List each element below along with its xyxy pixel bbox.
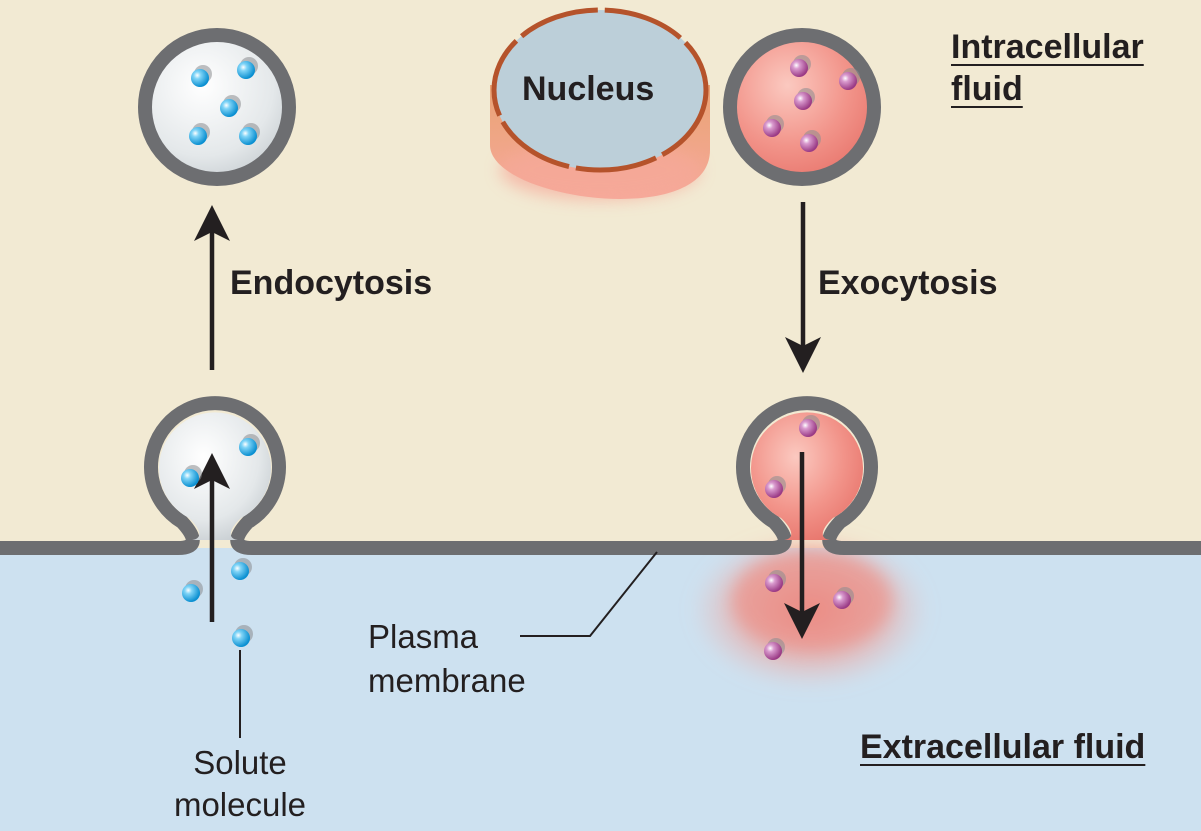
endocytic-vesicle [138, 28, 296, 186]
secreted-molecule-body [839, 72, 857, 90]
solute-molecule-body [232, 629, 250, 647]
secreted-molecule-body [790, 59, 808, 77]
solute-molecule-body [220, 99, 238, 117]
molecules-layer [181, 55, 860, 660]
secreted-molecule [765, 476, 786, 498]
solute-molecule [237, 57, 258, 79]
secreted-molecule-body [765, 574, 783, 592]
solute-molecule-body [231, 562, 249, 580]
plasma-membrane-label-line2: membrane [368, 662, 526, 699]
secreted-molecule [763, 115, 784, 137]
secreted-molecule [790, 55, 811, 77]
nucleus [490, 7, 710, 200]
secreted-molecule-body [800, 134, 818, 152]
plasma-membrane [0, 396, 1201, 555]
solute-molecule-label-line2: molecule [173, 786, 307, 823]
solute-molecule [220, 95, 241, 117]
secreted-molecule-body [833, 591, 851, 609]
solute-molecule [189, 123, 210, 145]
solute-molecule [191, 65, 212, 87]
secreted-molecule [764, 638, 785, 660]
intracellular-fluid-label-line1: Intracellular [951, 28, 1144, 66]
plasma-membrane-leader [520, 551, 658, 637]
solute-molecule-body [237, 61, 255, 79]
solute-molecule [182, 580, 203, 602]
plasma-membrane-label-line1: Plasma [368, 618, 479, 655]
nucleus-label: Nucleus [522, 70, 655, 108]
secreted-molecule-body [799, 419, 817, 437]
solute-molecule [239, 123, 260, 145]
nucleus-top [494, 10, 706, 170]
endocytosis-label: Endocytosis [230, 264, 433, 302]
solute-molecule-body [239, 438, 257, 456]
solute-molecule [232, 625, 253, 647]
solute-molecule-body [189, 127, 207, 145]
secreted-molecule-body [764, 642, 782, 660]
solute-molecule [239, 434, 260, 456]
secreted-molecule-body [763, 119, 781, 137]
secreted-molecule [800, 130, 821, 152]
fusing-vesicle-exocytic-interior [751, 412, 863, 540]
secreted-molecule-body [794, 92, 812, 110]
secreted-molecule-body [765, 480, 783, 498]
solute-molecule-body [182, 584, 200, 602]
solute-molecule [181, 465, 202, 487]
solute-molecule-body [239, 127, 257, 145]
secreted-molecule [794, 88, 815, 110]
nuclear-envelope [491, 7, 709, 173]
secreted-molecule [833, 587, 854, 609]
extracellular-fluid-label: Extracellular fluid [860, 728, 1146, 766]
solute-molecule-body [181, 469, 199, 487]
secreted-molecule [799, 415, 820, 437]
solute-molecule-body [191, 69, 209, 87]
solute-molecule-label-line1: Solute [193, 744, 287, 781]
secreted-molecule [765, 570, 786, 592]
exocytosis-label: Exocytosis [818, 264, 998, 302]
solute-molecule [231, 558, 252, 580]
secretion-cloud-core [732, 550, 892, 650]
secreted-molecule [839, 68, 860, 90]
intracellular-fluid-label-line2: fluid [951, 70, 1023, 108]
